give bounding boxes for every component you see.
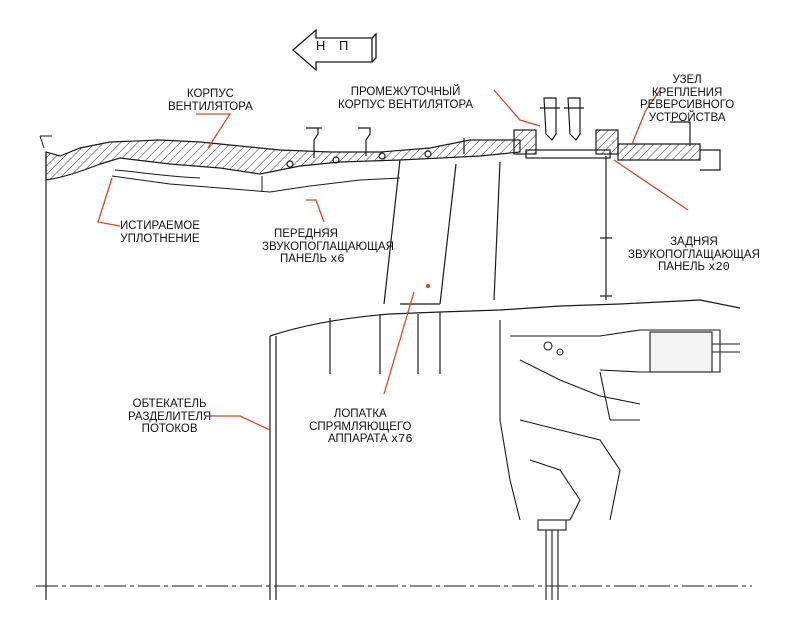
label-rear-acoustic-panel: ЗАДНЯЯ ЗВУКОПОГЛАЩАЮЩАЯ ПАНЕЛЬ x20 [628,236,760,274]
label-quantity: x76 [390,432,413,446]
label-line: ЗВУКОПОГЛАЩАЮЩАЯ [262,240,394,253]
direction-marker: Н П [316,38,354,53]
label-line: УЗЕЛ [672,74,702,86]
label-quantity: x20 [708,260,730,274]
actuator-assembly [499,320,740,600]
splitter-fairing [269,299,741,600]
label-text: ПАНЕЛЬ [280,253,328,265]
fan-case [39,135,521,600]
label-line: АППАРАТА x76 [308,433,413,446]
label-line: РАЗДЕЛИТЕЛЯ [128,410,212,423]
label-line: ЗАДНЯЯ [670,236,718,248]
label-abradable-seal: ИСТИРАЕМОЕ УПЛОТНЕНИЕ [120,220,200,245]
label-line: ПАНЕЛЬ x6 [262,253,394,266]
label-line: КРЕПЛЕНИЯ [651,86,723,99]
label-line: СПРЯМЛЯЮЩЕГО [309,420,412,433]
label-line: ЗВУКОПОГЛАЩАЮЩАЯ [628,248,760,261]
label-line: УПЛОТНЕНИЕ [120,232,200,245]
leader-lines [97,89,689,431]
direction-arrow-icon [292,28,377,72]
label-line: ПОТОКОВ [141,423,198,435]
label-line: УСТРОЙСТВА [648,111,726,124]
label-front-acoustic-panel: ПЕРЕДНЯЯ ЗВУКОПОГЛАЩАЮЩАЯ ПАНЕЛЬ x6 [262,228,394,266]
mounting-brackets [286,127,465,168]
label-line: РЕВЕРСИВНОГО [640,99,735,111]
label-line: ПЕРЕДНЯЯ [274,228,338,240]
label-reverser-mount: УЗЕЛ КРЕПЛЕНИЯ РЕВЕРСИВНОГО УСТРОЙСТВА [640,74,734,124]
label-line: КОРПУС ВЕНТИЛЯТОРА [338,98,474,111]
label-line: ИСТИРАЕМОЕ [120,220,200,232]
label-fan-case: КОРПУС ВЕНТИЛЯТОРА [168,88,253,113]
label-line: ПРОМЕЖУТОЧНЫЙ [350,86,461,98]
label-line: КОРПУС [186,88,234,100]
intermediate-case [513,97,721,171]
label-text: ПАНЕЛЬ [658,261,706,273]
label-line: ВЕНТИЛЯТОРА [168,100,253,113]
label-quantity: x6 [330,252,345,266]
label-intermediate-case: ПРОМЕЖУТОЧНЫЙ КОРПУС ВЕНТИЛЯТОРА [338,86,473,111]
label-text: АППАРАТА [328,433,388,445]
label-line: ОБТЕКАТЕЛЬ [132,398,207,410]
label-stator-vane: ЛОПАТКА СПРЯМЛЯЮЩЕГО АППАРАТА x76 [308,408,413,446]
label-line: ПАНЕЛЬ x20 [628,261,760,274]
front-acoustic-panel [111,169,401,193]
label-splitter-fairing: ОБТЕКАТЕЛЬ РАЗДЕЛИТЕЛЯ ПОТОКОВ [128,398,211,436]
stator-vanes [383,156,612,305]
label-line: ЛОПАТКА [333,408,387,420]
